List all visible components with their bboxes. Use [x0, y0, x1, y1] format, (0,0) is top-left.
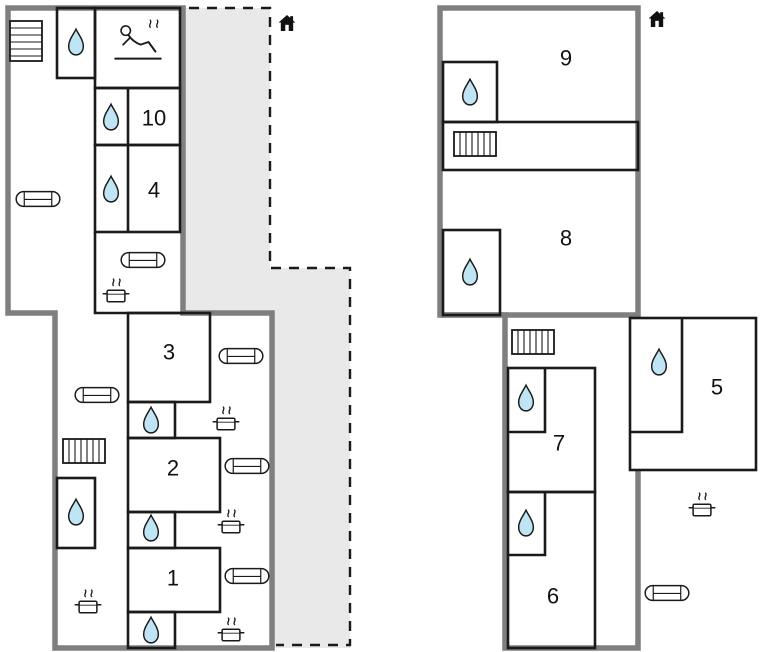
room-6-shower-walls: [508, 492, 547, 557]
room-label-2: 2: [167, 456, 179, 481]
room-label-5: 5: [711, 375, 723, 400]
room-label-4: 4: [148, 178, 160, 203]
room-label-1: 1: [167, 566, 179, 591]
sofa-icon: [15, 190, 61, 208]
sofa-icon: [120, 251, 166, 269]
room-8-shower: [441, 228, 502, 317]
terrace-dashed-border: [189, 6, 352, 647]
hallway-radiator-room: [441, 120, 640, 172]
terrace-area: [183, 8, 350, 648]
sofa-icon: [224, 457, 270, 475]
room-1-shower: [126, 610, 177, 650]
room-5-shower-walls: [630, 318, 684, 434]
room-7-shower-walls: [508, 368, 547, 434]
room-label-3: 3: [163, 340, 175, 365]
room-label-7: 7: [553, 431, 565, 456]
room-label-8: 8: [560, 226, 572, 251]
entrance-house-icon: [278, 15, 296, 31]
sofa-icon: [224, 567, 270, 585]
room-4: [93, 143, 182, 234]
radiator-icon: [453, 131, 497, 157]
stairs-icon: [9, 20, 43, 62]
room-label-6: 6: [547, 584, 559, 609]
room-label-9: 9: [560, 46, 572, 71]
hall-shower-room: [55, 476, 97, 550]
room-5: [628, 316, 758, 472]
room-label-10: 10: [142, 106, 166, 131]
radiator-icon: [511, 329, 555, 355]
entrance-house-icon: [648, 11, 666, 27]
cooking-pot-icon: [687, 492, 717, 517]
sofa-icon: [74, 386, 120, 404]
left-building-outline: [5, 5, 275, 651]
sofa-icon: [644, 584, 690, 602]
room-6: [506, 490, 597, 650]
radiator-icon: [62, 438, 106, 464]
sofa-icon: [218, 347, 264, 365]
